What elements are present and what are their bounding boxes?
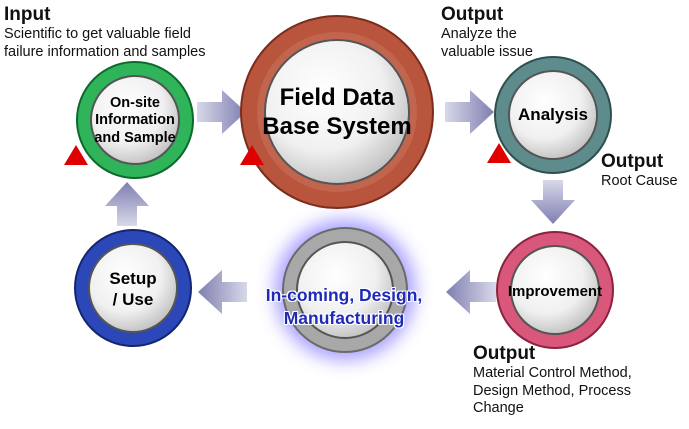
input-block: Input Scientific to get valuable field f… — [4, 4, 206, 61]
output-right-block: Output Root Cause — [601, 151, 678, 191]
output-right-line-1: Root Cause — [601, 173, 678, 190]
incoming-label: In-coming, Design, Manufacturing — [265, 285, 423, 328]
output-bottom-line-2: Design Method, Process — [473, 382, 631, 399]
red-triangle-icon — [240, 145, 264, 165]
node-setup — [74, 229, 192, 347]
output-bottom-block: Output Material Control Method, Design M… — [473, 343, 632, 417]
red-triangle-icon — [487, 143, 511, 163]
analysis-label: Analysis — [518, 105, 588, 124]
output-top-line-2: valuable issue — [441, 43, 533, 60]
arrow-incoming-to-setup — [198, 270, 247, 314]
onsite-label: On-site Information and Sample — [94, 94, 176, 146]
output-right-heading: Output — [601, 151, 664, 172]
output-bottom-line-3: Change — [473, 399, 524, 416]
node-incoming — [282, 227, 408, 353]
arrow-onsite-to-fdbs — [197, 90, 246, 134]
fdbs-label: Field Data Base System — [262, 84, 412, 140]
output-top-heading: Output — [441, 4, 504, 25]
output-top-block: Output Analyze the valuable issue — [441, 4, 533, 61]
input-heading: Input — [4, 4, 51, 25]
setup-label: Setup / Use — [109, 268, 157, 309]
output-bottom-heading: Output — [473, 343, 536, 364]
input-line-1: Scientific to get valuable field — [4, 26, 191, 43]
node-onsite — [76, 61, 194, 179]
improvement-label: Improvement — [507, 282, 603, 300]
arrow-setup-to-onsite — [105, 182, 149, 226]
arrow-analysis-to-improvement — [531, 180, 575, 224]
output-top-line-1: Analyze the — [441, 26, 517, 43]
node-analysis — [494, 56, 612, 174]
node-fdbs — [240, 15, 434, 209]
node-improvement — [496, 231, 614, 349]
output-bottom-line-1: Material Control Method, — [473, 365, 632, 382]
red-triangle-icon — [64, 145, 88, 165]
arrow-improvement-to-incoming — [446, 270, 496, 314]
arrow-fdbs-to-analysis — [445, 90, 494, 134]
input-line-2: failure information and samples — [4, 43, 206, 60]
